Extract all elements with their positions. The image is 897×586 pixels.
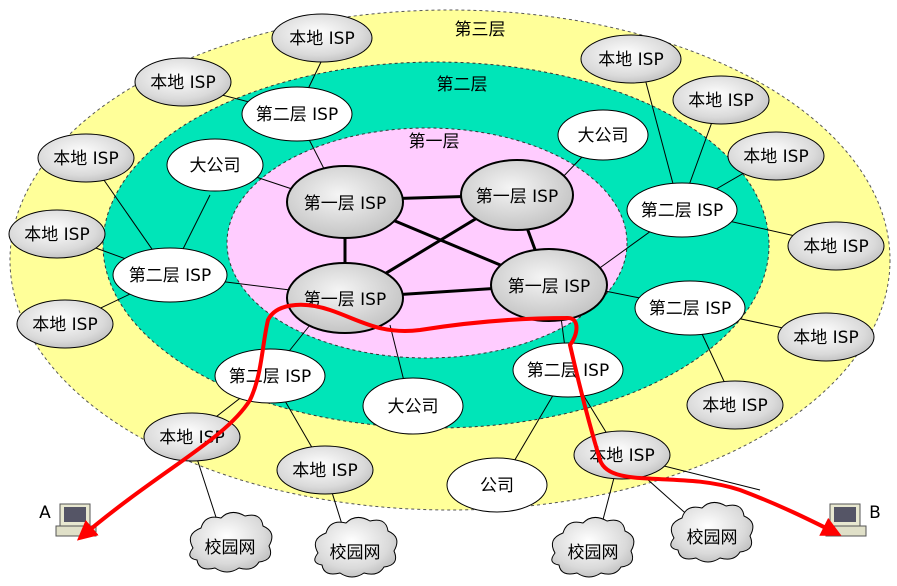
- communication-path-a-to-b: [76, 302, 569, 541]
- tier2-isp-node: 第二层 ISP: [634, 280, 746, 336]
- tier1-region: [226, 127, 628, 359]
- tier2-isp-label: 第二层 ISP: [129, 266, 211, 286]
- tier1-isp-node: 第一层 ISP: [286, 165, 404, 239]
- campus-network-label: 校园网: [687, 528, 738, 548]
- tier1-isp-node: 第一层 ISP: [286, 262, 404, 334]
- tier2-isp-node: 第二层 ISP: [241, 86, 353, 142]
- company-node: 公司: [446, 457, 548, 513]
- local-isp-node: 本地 ISP: [16, 299, 114, 349]
- local-isp-node: 本地 ISP: [777, 312, 875, 362]
- local-isp-label: 本地 ISP: [292, 461, 357, 481]
- local-isp-node: 本地 ISP: [271, 13, 373, 63]
- host-a-label: A: [39, 503, 51, 523]
- tier1-isp-label: 第一层 ISP: [304, 194, 386, 214]
- local-isp-node: 本地 ISP: [672, 75, 770, 125]
- company-label: 公司: [480, 476, 514, 496]
- communication-path-a-to-b: [567, 316, 842, 536]
- tier1-isp-label: 第一层 ISP: [476, 187, 558, 207]
- large-company-label: 大公司: [190, 156, 241, 176]
- local-isp-label: 本地 ISP: [150, 73, 215, 93]
- tier2-isp-node: 第二层 ISP: [112, 247, 228, 303]
- local-isp-node: 本地 ISP: [143, 412, 241, 462]
- local-isp-label: 本地 ISP: [793, 328, 858, 348]
- local-isp-label: 本地 ISP: [598, 50, 663, 70]
- local-isp-label: 本地 ISP: [589, 446, 654, 466]
- tier2-isp-node: 第二层 ISP: [626, 182, 738, 238]
- local-isp-label: 本地 ISP: [53, 149, 118, 169]
- campus-network-cloud: 校园网: [551, 517, 635, 578]
- tier2-isp-node: 第二层 ISP: [214, 348, 326, 404]
- local-isp-label: 本地 ISP: [803, 237, 868, 257]
- local-isp-label: 本地 ISP: [24, 225, 89, 245]
- tier2-isp-label: 第二层 ISP: [527, 361, 609, 381]
- large-company-node: 大公司: [166, 138, 264, 192]
- local-isp-node: 本地 ISP: [727, 131, 825, 181]
- tier1-isp-node: 第一层 ISP: [460, 159, 574, 231]
- tier2-isp-node: 第二层 ISP: [512, 342, 624, 398]
- tier2-isp-label: 第二层 ISP: [641, 201, 723, 221]
- local-isp-label: 本地 ISP: [702, 396, 767, 416]
- local-isp-label: 本地 ISP: [32, 315, 97, 335]
- local-isp-node: 本地 ISP: [787, 221, 885, 271]
- tier2-isp-label: 第二层 ISP: [229, 367, 311, 387]
- tier2-isp-label: 第二层 ISP: [256, 105, 338, 125]
- tier3-label: 第三层: [455, 20, 506, 40]
- campus-network-cloud: 校园网: [314, 517, 398, 578]
- host-b-label: B: [869, 503, 881, 523]
- tier1-label: 第一层: [409, 132, 460, 152]
- large-company-label: 大公司: [578, 126, 629, 146]
- local-isp-node: 本地 ISP: [573, 430, 671, 480]
- campus-network-label: 校园网: [568, 543, 619, 563]
- campus-network-cloud: 校园网: [189, 512, 273, 573]
- campus-network-cloud: 校园网: [670, 502, 754, 563]
- tier1-isp-node: 第一层 ISP: [490, 248, 608, 322]
- local-isp-node: 本地 ISP: [580, 34, 682, 84]
- local-isp-node: 本地 ISP: [37, 133, 135, 183]
- large-company-label: 大公司: [388, 397, 439, 417]
- local-isp-label: 本地 ISP: [289, 29, 354, 49]
- local-isp-node: 本地 ISP: [8, 209, 106, 259]
- local-isp-node: 本地 ISP: [686, 380, 784, 430]
- local-isp-node: 本地 ISP: [134, 57, 232, 107]
- tier1-isp-label: 第一层 ISP: [508, 277, 590, 297]
- tier2-label: 第二层: [437, 75, 488, 95]
- local-isp-node: 本地 ISP: [276, 445, 374, 495]
- campus-network-label: 校园网: [330, 543, 381, 563]
- campus-network-label: 校园网: [205, 538, 256, 558]
- large-company-node: 大公司: [362, 377, 464, 435]
- local-isp-label: 本地 ISP: [743, 147, 808, 167]
- large-company-node: 大公司: [557, 109, 649, 161]
- local-isp-label: 本地 ISP: [688, 91, 753, 111]
- tier1-isp-label: 第一层 ISP: [304, 290, 386, 310]
- tier2-isp-label: 第二层 ISP: [649, 299, 731, 319]
